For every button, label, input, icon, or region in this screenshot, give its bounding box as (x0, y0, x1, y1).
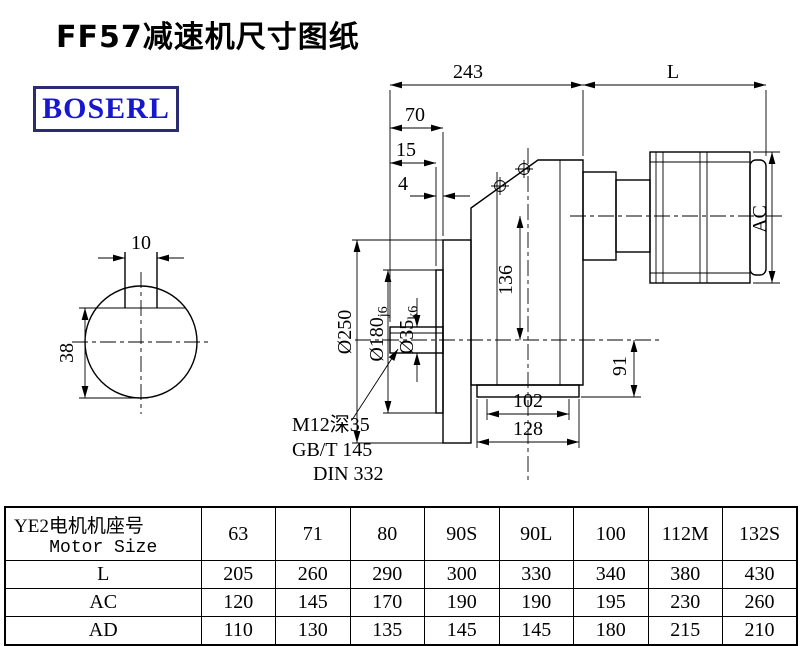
table-cell: 170 (349, 588, 425, 617)
motor-size-90S: 90S (424, 506, 500, 561)
table-cell: 190 (498, 588, 574, 617)
page-title: FF57减速机尺寸图纸 (56, 20, 360, 55)
tap-standard-din: DIN 332 (313, 463, 384, 485)
motor-size-90L: 90L (498, 506, 574, 561)
main-view (355, 148, 784, 482)
table-header-row: YE2电机机座号 Motor Size 63 71 80 90S 90L 100… (4, 506, 798, 561)
motor-size-63: 63 (200, 506, 276, 561)
table-cell: 215 (647, 616, 723, 646)
dim-243-label: 243 (453, 61, 483, 83)
dim-AC-label: AC (749, 205, 771, 233)
dim-15-label: 15 (396, 139, 416, 161)
table-cell: 205 (200, 560, 276, 589)
motor-size-71: 71 (275, 506, 351, 561)
table-cell: 130 (275, 616, 351, 646)
mounting-flange (442, 239, 472, 444)
table-cell: 380 (647, 560, 723, 589)
table-cell: 430 (722, 560, 798, 589)
table-row-AC: AC 120 145 170 190 190 195 230 260 (4, 588, 798, 617)
table-cell: 145 (275, 588, 351, 617)
table-cell: 230 (647, 588, 723, 617)
dim-128-label: 128 (513, 418, 543, 440)
table-cell: 260 (275, 560, 351, 589)
gear-housing (470, 159, 584, 386)
tap-callout: M12深35 (292, 413, 370, 436)
motor-size-header-cell: YE2电机机座号 Motor Size (4, 506, 202, 561)
motor-size-table: YE2电机机座号 Motor Size 63 71 80 90S 90L 100… (4, 506, 798, 646)
dim-91-label: 91 (609, 356, 631, 376)
tap-leader-line (351, 348, 399, 421)
dim-250-label: Ø250 (334, 310, 356, 354)
table-cell: 135 (349, 616, 425, 646)
boserl-logo-text: BOSERL (42, 92, 170, 125)
tap-standard-gbt: GB/T 145 (292, 439, 372, 461)
table-cell: 300 (424, 560, 500, 589)
table-cell: 210 (722, 616, 798, 646)
table-cell: 260 (722, 588, 798, 617)
dim-180-label: Ø180j6 (366, 306, 391, 361)
motor-size-header-en: Motor Size (49, 537, 158, 558)
row-label-AD: AD (4, 616, 202, 646)
left-view: 10 38 (56, 232, 210, 414)
table-row-AD: AD 110 130 135 145 145 180 215 210 (4, 616, 798, 646)
table-cell: 120 (200, 588, 276, 617)
row-label-L: L (4, 560, 202, 589)
table-cell: 145 (498, 616, 574, 646)
motor-size-80: 80 (349, 506, 425, 561)
table-cell: 190 (424, 588, 500, 617)
bolt-hole-1 (491, 177, 509, 195)
dim-70-label: 70 (405, 104, 425, 126)
table-cell: 340 (573, 560, 649, 589)
dim-4-label: 4 (398, 173, 408, 195)
dim-136-label: 136 (495, 265, 517, 295)
flange-spigot (435, 269, 444, 414)
dim-102-label: 102 (513, 390, 543, 412)
dim-10-label: 10 (131, 232, 151, 254)
table-cell: 110 (200, 616, 276, 646)
table-cell: 290 (349, 560, 425, 589)
table-row-L: L 205 260 290 300 330 340 380 430 (4, 560, 798, 589)
motor-size-112M: 112M (647, 506, 723, 561)
bolt-hole-2 (515, 160, 533, 178)
dim-35-label: Ø35k6 (396, 306, 421, 354)
technical-drawing: 10 38 (56, 61, 784, 485)
table-cell: 180 (573, 616, 649, 646)
motor-size-header-cn: YE2电机机座号 (14, 515, 144, 537)
motor-fan-cover (749, 159, 767, 276)
dimensions: 243 L 70 15 4 AC Ø250 Ø180j6 (292, 61, 780, 485)
table-cell: 195 (573, 588, 649, 617)
table-cell: 330 (498, 560, 574, 589)
table-cell: 145 (424, 616, 500, 646)
dim-L-label: L (667, 61, 679, 83)
motor-size-100: 100 (573, 506, 649, 561)
row-label-AC: AC (4, 588, 202, 617)
dim-38-label: 38 (56, 343, 78, 363)
boserl-logo: BOSERL (33, 86, 179, 132)
motor-size-132S: 132S (722, 506, 798, 561)
